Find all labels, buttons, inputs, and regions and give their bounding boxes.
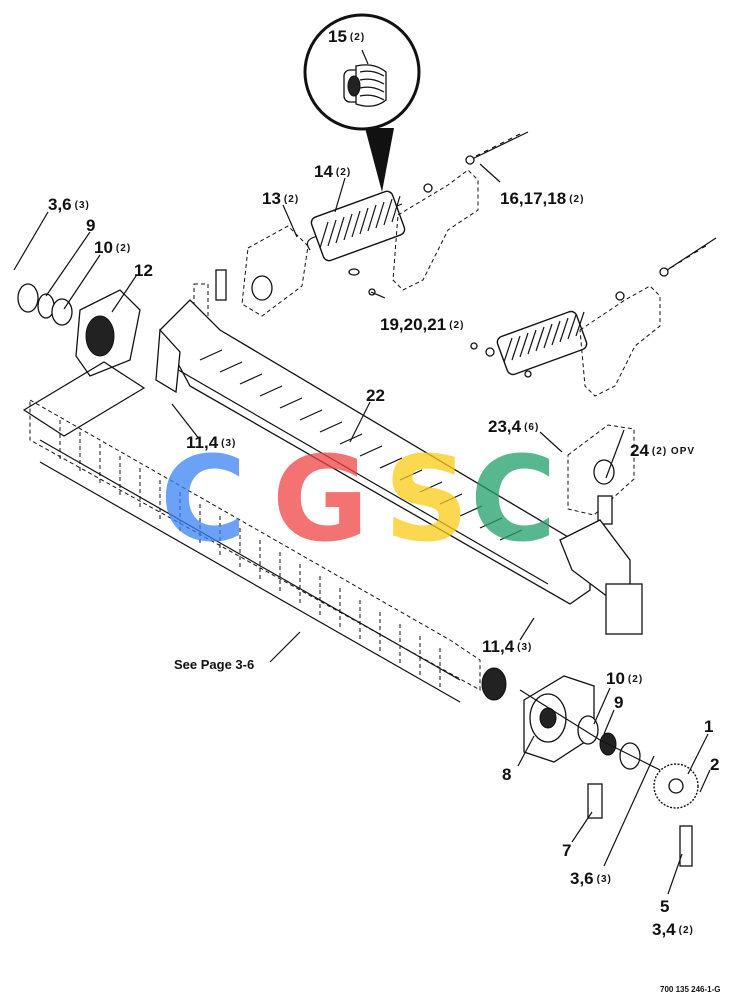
- watermark-letter-c1: C: [160, 430, 247, 568]
- callout-13: 13(2): [262, 189, 300, 208]
- callout-12: 12: [134, 261, 153, 280]
- leader-lines: [13, 49, 711, 895]
- watermark-letter-s: S: [384, 430, 469, 568]
- watermark-letter-g: G: [272, 430, 369, 568]
- callout-23-4: 23,4(6): [488, 417, 540, 436]
- right-mount-plate: [567, 424, 635, 525]
- callout-16-17-18: 16,17,18(2): [500, 189, 585, 208]
- callout-22: 22: [366, 386, 385, 405]
- callout-3-4: 3,4(2): [652, 920, 694, 939]
- callout-3-6-top: 3,6(3): [48, 195, 90, 214]
- callout-14: 14(2): [314, 162, 352, 181]
- callout-24: 24(2) OPV: [630, 441, 696, 460]
- watermark-letter-c2: C: [470, 430, 557, 568]
- callout-19-20-21: 19,20,21(2): [380, 315, 465, 334]
- spring-assembly-right: [470, 237, 717, 397]
- callout-10-top: 10(2): [94, 238, 132, 257]
- callout-9-bottom: 9: [614, 693, 624, 712]
- spring-assembly-left: [306, 131, 529, 296]
- spring-14: [310, 190, 406, 262]
- callout-9-top: 9: [86, 216, 96, 235]
- callout-3-6-bottom: 3,6(3): [570, 869, 612, 888]
- left-bearing-group: [17, 283, 146, 437]
- callout-15: 15(2): [328, 27, 366, 46]
- drawing-code: 700 135 246-1-G: [660, 985, 721, 994]
- spring-right: [496, 310, 588, 376]
- detail-circle-15: [303, 13, 421, 192]
- callout-11-4-bottom: 11,4(3): [482, 637, 533, 656]
- spring-end-detail: [343, 64, 387, 107]
- see-page-note: See Page 3-6: [174, 657, 255, 672]
- callout-11-4-top: 11,4(3): [186, 433, 237, 452]
- callout-1: 1: [704, 717, 714, 736]
- callout-8: 8: [502, 765, 512, 784]
- callout-10-bottom: 10(2): [606, 669, 644, 688]
- left-mount-plate: [193, 225, 309, 317]
- reel-tine-assembly: [29, 399, 481, 703]
- callout-5: 5: [660, 897, 670, 916]
- frame-beam-22: [155, 299, 643, 635]
- right-bearing-group: [481, 667, 699, 867]
- callout-7: 7: [562, 841, 572, 860]
- callout-2: 2: [710, 755, 720, 774]
